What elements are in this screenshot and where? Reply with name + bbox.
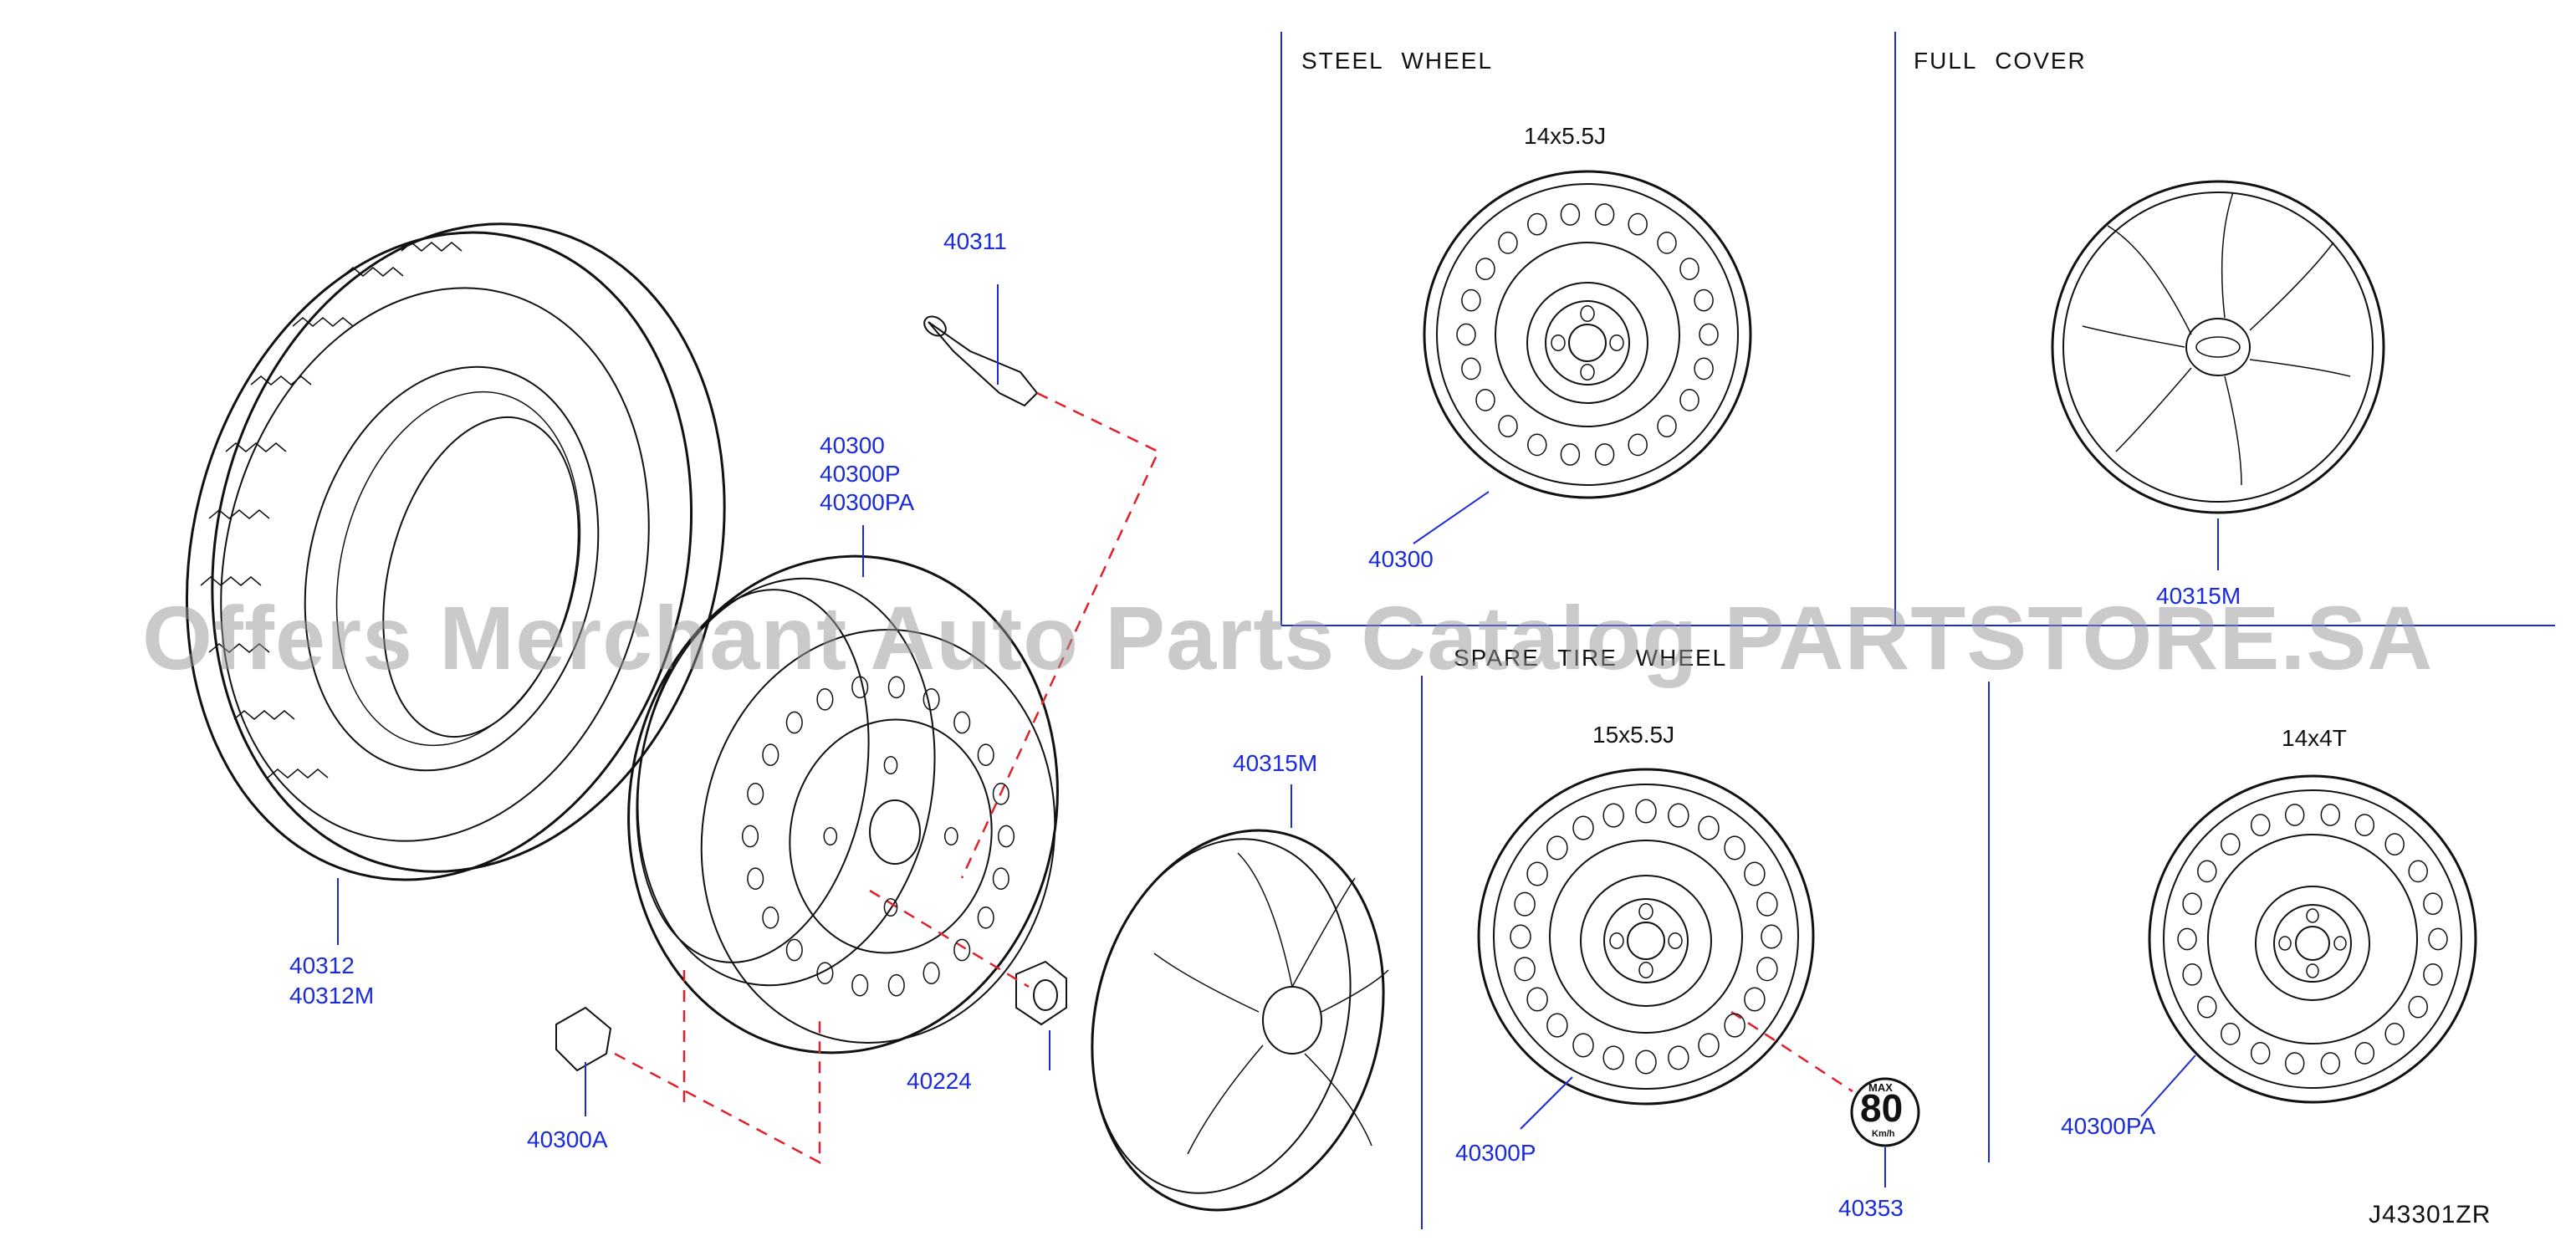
watermark: Offers Merchant Auto Parts Catalog PARTS… [142,587,2434,688]
spare-15-bolt-holes [1609,903,1683,978]
part-label-40300[interactable]: 40300 [820,432,885,458]
part-label-40315m-main[interactable]: 40315M [1233,750,1318,776]
balance-weight-drawing [555,1006,612,1072]
part-label-40300p-spare[interactable]: 40300P [1455,1140,1536,1166]
nut-drawing [1015,960,1067,1026]
spare-wheel-14-drawing [2148,774,2477,1104]
part-label-40300pa-spare[interactable]: 40300PA [2061,1113,2156,1139]
speed-sign-top: MAX [1868,1081,1893,1094]
main-wheel-holes [741,676,1015,997]
part-label-40300p[interactable]: 40300P [820,461,901,487]
panel-dividers [1280,32,2555,1229]
spare-wheel-15-drawing [1477,768,1815,1106]
steel-wheel-drawing [1423,170,1752,499]
full-cover-drawing [2051,180,2385,514]
part-label-40312m[interactable]: 40312M [289,983,375,1009]
steel-wheel-holes [1456,203,1719,466]
steel-wheel-bolt-holes [1551,305,1624,380]
size-label-spare-14: 14x4T [2282,725,2347,751]
part-label-40353[interactable]: 40353 [1838,1195,1904,1221]
tire-drawing [185,222,726,881]
spare-14-bolt-holes [2278,908,2347,978]
spare-15-holes [1510,799,1782,1075]
spare-14-holes [2177,804,2448,1075]
assembly-lines [614,391,1853,1165]
leader-lines [337,284,2219,1187]
section-title-steel-wheel: STEEL WHEEL [1301,48,1494,74]
size-label-steel: 14x5.5J [1524,123,1607,149]
speed-sign-drawing [1850,1077,1920,1147]
part-label-40224[interactable]: 40224 [907,1068,972,1094]
size-label-spare-15: 15x5.5J [1592,722,1675,748]
section-title-full-cover: FULL COVER [1914,48,2087,74]
part-label-40300-steel[interactable]: 40300 [1368,546,1434,572]
main-wheel-drawing [627,554,1059,1055]
part-label-40300a[interactable]: 40300A [527,1126,608,1152]
valve-stem-drawing [923,315,1039,407]
main-wheel-bolt-holes [823,755,958,917]
section-title-spare-wheel: SPARE TIRE WHEEL [1454,645,1728,671]
part-label-40315m-cover[interactable]: 40315M [2156,583,2241,609]
diagram-code: J43301ZR [2369,1201,2492,1228]
main-hubcap-drawing [1091,829,1389,1212]
part-label-40312[interactable]: 40312 [289,952,355,978]
part-label-40311[interactable]: 40311 [943,228,1007,254]
part-label-40300pa[interactable]: 40300PA [820,489,915,515]
speed-sign-unit: Km/h [1872,1129,1895,1139]
speed-sign-value: 80 [1860,1086,1904,1130]
